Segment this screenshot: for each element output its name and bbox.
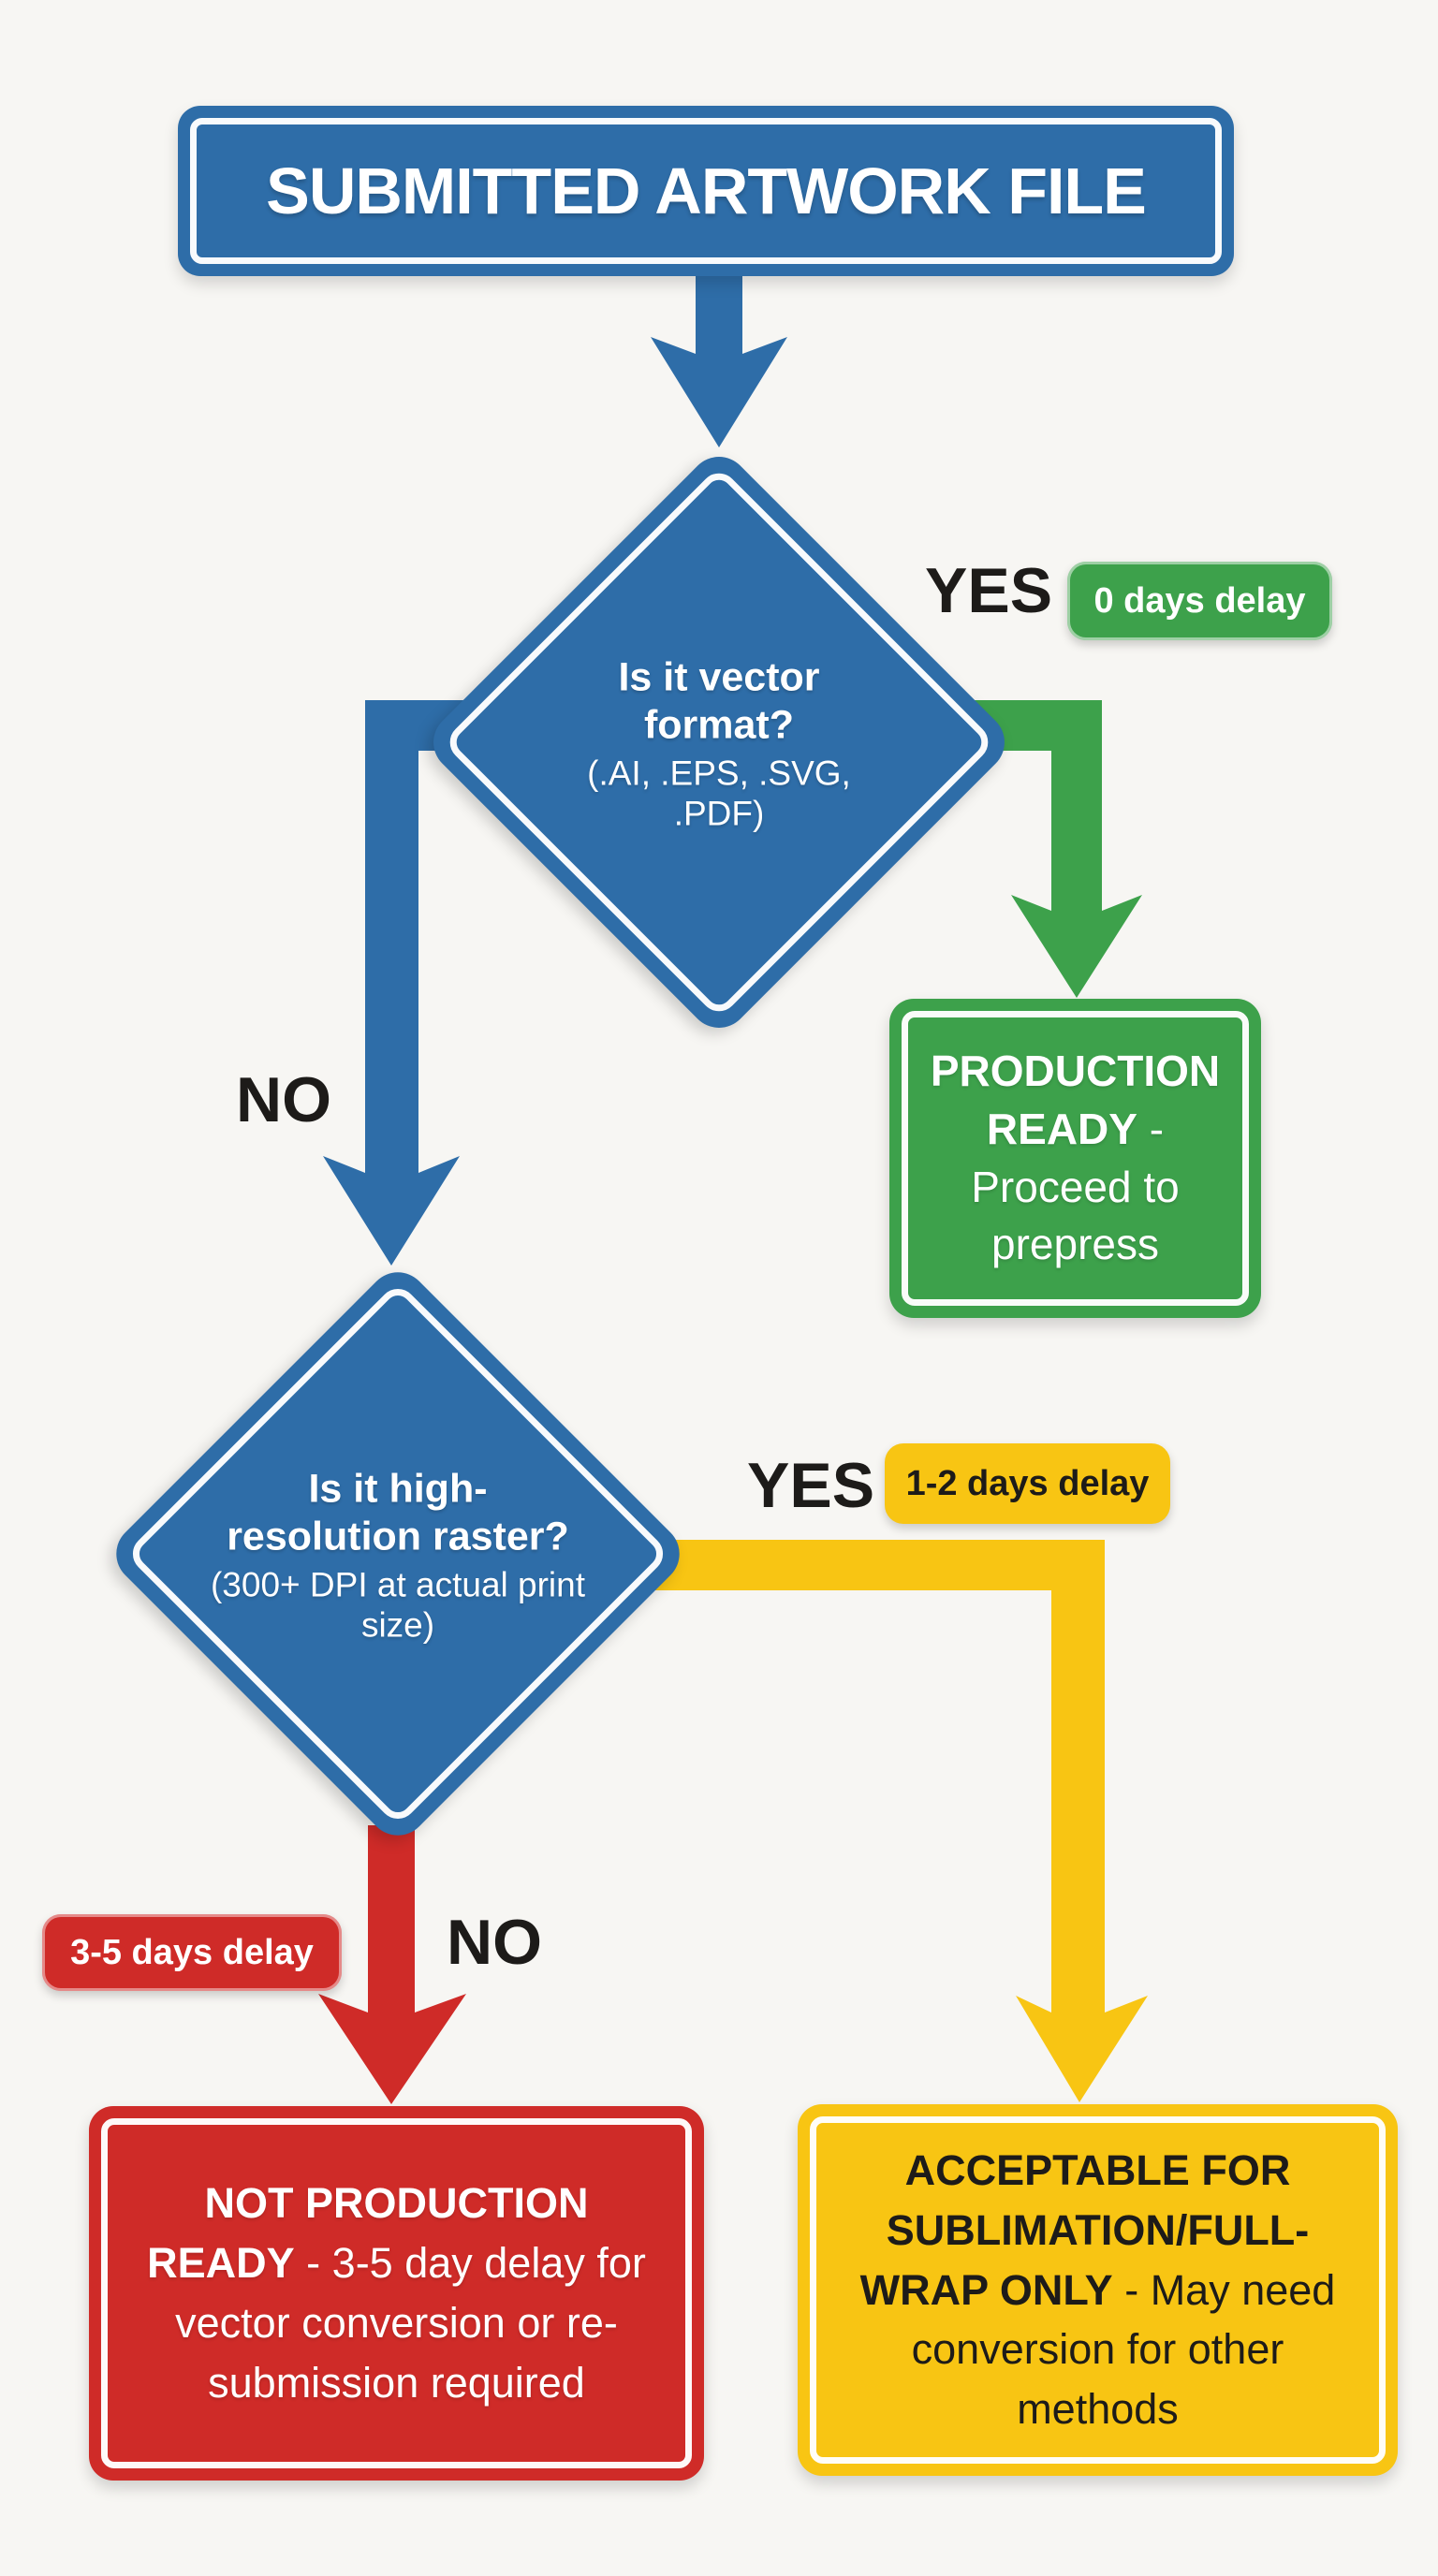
not-ready-text: NOT PRODUCTION READY - 3-5 day delay for… [135,2174,659,2413]
outcome-production-ready: PRODUCTION READY - Proceed to prepress [889,999,1261,1318]
start-node: SUBMITTED ARTWORK FILE [178,106,1234,276]
sublimation-bold: ACCEPTABLE FOR SUBLIMATION/FULL-WRAP ONL… [859,2145,1310,2314]
connector-yes-to-production-ready [955,700,1142,998]
vector-no-label: NO [236,1064,331,1135]
vector-yes-delay-badge: 0 days delay [1067,562,1332,640]
decision-raster-question: Is it high-resolution raster? [227,1466,569,1559]
decision-vector-format-text: Is it vector format? (.AI, .EPS, .SVG, .… [545,653,893,834]
production-ready-rest: - Proceed to prepress [971,1104,1180,1269]
sublimation-text: ACCEPTABLE FOR SUBLIMATION/FULL-WRAP ONL… [829,2141,1367,2439]
raster-yes-label: YES [747,1450,875,1521]
outcome-not-production-ready: NOT PRODUCTION READY - 3-5 day delay for… [89,2106,704,2481]
arrow-no-to-not-ready-box [318,1825,466,2104]
not-ready-bold: NOT PRODUCTION READY [147,2179,589,2288]
connector-no-to-raster-decision [323,700,482,1266]
not-ready-rest: - 3-5 day delay for vector conversion or… [175,2239,646,2407]
raster-yes-delay-badge: 1-2 days delay [885,1443,1170,1524]
vector-yes-label: YES [925,555,1053,626]
outcome-sublimation-only: ACCEPTABLE FOR SUBLIMATION/FULL-WRAP ONL… [798,2104,1398,2476]
decision-vector-question: Is it vector format? [618,654,820,748]
raster-no-label: NO [447,1907,542,1978]
production-ready-text: PRODUCTION READY - Proceed to prepress [917,1043,1235,1274]
raster-no-delay-badge: 3-5 days delay [42,1914,342,1991]
decision-vector-detail: (.AI, .EPS, .SVG, .PDF) [587,754,851,833]
decision-raster-detail: (300+ DPI at actual print size) [210,1565,586,1645]
sublimation-rest: - May need conversion for other methods [911,2265,1336,2434]
page-title: SUBMITTED ARTWORK FILE [266,154,1147,227]
production-ready-bold: PRODUCTION READY [930,1046,1221,1153]
decision-high-res-raster-text: Is it high-resolution raster? (300+ DPI … [201,1465,594,1646]
arrow-start-to-vector-decision [651,271,787,447]
connector-yes-to-sublimation-box [618,1540,1148,2102]
